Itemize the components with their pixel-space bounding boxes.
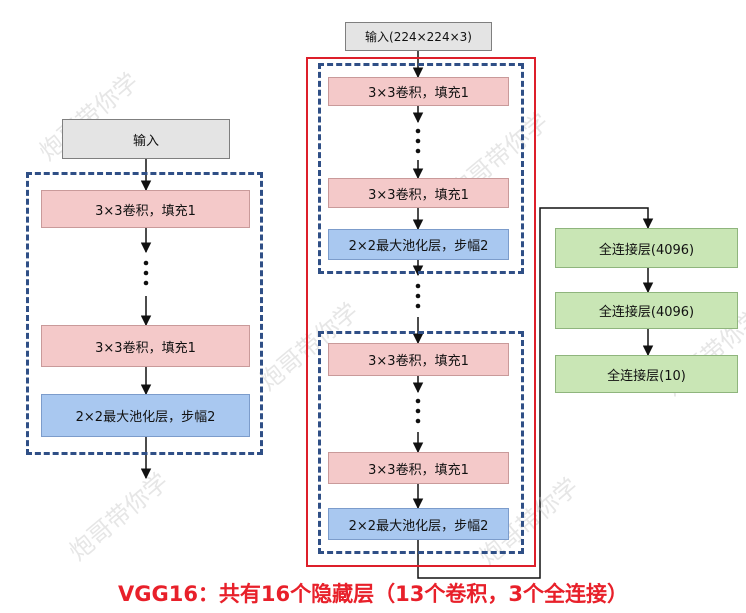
left-conv-box-2: 3×3卷积，填充1	[41, 325, 250, 367]
hidden-layers-highlight	[306, 57, 536, 567]
mid-conv-box-4: 3×3卷积，填充1	[328, 452, 509, 484]
fc-box-3: 全连接层(10)	[555, 355, 738, 393]
mid-conv-box-2: 3×3卷积，填充1	[328, 178, 509, 208]
dots-mid-2	[415, 398, 421, 424]
mid-input-box: 输入(224×224×3)	[345, 22, 492, 51]
mid-conv-box-1: 3×3卷积，填充1	[328, 77, 509, 106]
mid-pool-box-2: 2×2最大池化层，步幅2	[328, 508, 509, 540]
dots-mid-1	[415, 128, 421, 154]
mid-vgg-block-1	[318, 63, 524, 274]
mid-pool-box-1: 2×2最大池化层，步幅2	[328, 229, 509, 260]
caption: VGG16：共有16个隐藏层（13个卷积，3个全连接）	[117, 582, 628, 606]
left-pool-box: 2×2最大池化层，步幅2	[41, 394, 250, 437]
dots-left	[143, 260, 149, 286]
left-vgg-block	[26, 172, 263, 455]
fc-box-2: 全连接层(4096)	[555, 292, 738, 329]
left-input-box: 输入	[62, 119, 230, 159]
mid-vgg-block-2	[318, 331, 524, 554]
dots-mid-between-blocks	[415, 283, 421, 309]
left-conv-box-1: 3×3卷积，填充1	[41, 190, 250, 228]
fc-box-1: 全连接层(4096)	[555, 228, 738, 268]
connector-to-fc	[417, 207, 654, 579]
mid-conv-box-3: 3×3卷积，填充1	[328, 343, 509, 376]
